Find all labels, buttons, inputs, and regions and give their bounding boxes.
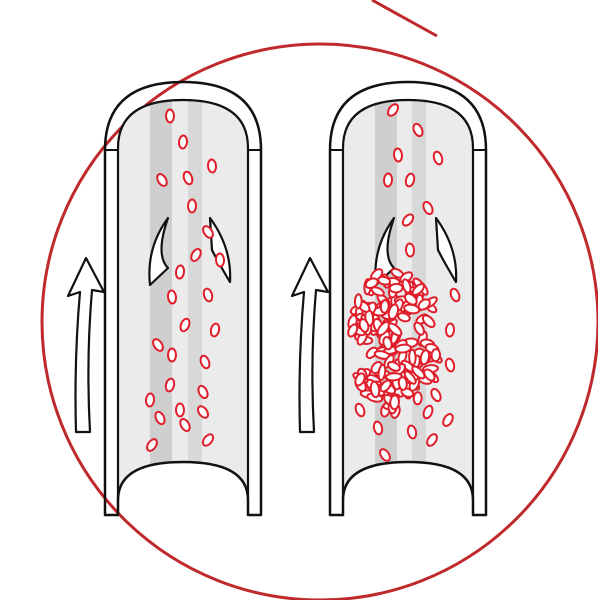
blood-cell [446,323,455,337]
blood-cell [168,349,176,362]
blood-cell [166,109,174,122]
blood-cell [380,300,389,313]
normal-vein [105,82,261,515]
blood-cell [384,173,393,187]
blood-cell [176,403,184,416]
blood-cell [389,283,402,292]
blood-cell [188,199,196,212]
blood-cell [431,349,440,362]
blood-cell [145,393,154,407]
blood-cell [413,392,422,404]
blood-cell [178,135,187,149]
vein-with-clot [330,82,486,515]
blood-cell [395,344,411,353]
magnifier-leader-line [372,0,437,36]
blood-cell [216,253,225,267]
blood-cell [406,243,415,257]
blood-cell [175,265,185,279]
vein-interior [118,100,248,500]
blood-cell [207,159,216,173]
blood-cell [167,290,177,304]
blood-cell [393,148,402,162]
blood-cell [355,294,362,308]
blood-cell [390,395,400,409]
